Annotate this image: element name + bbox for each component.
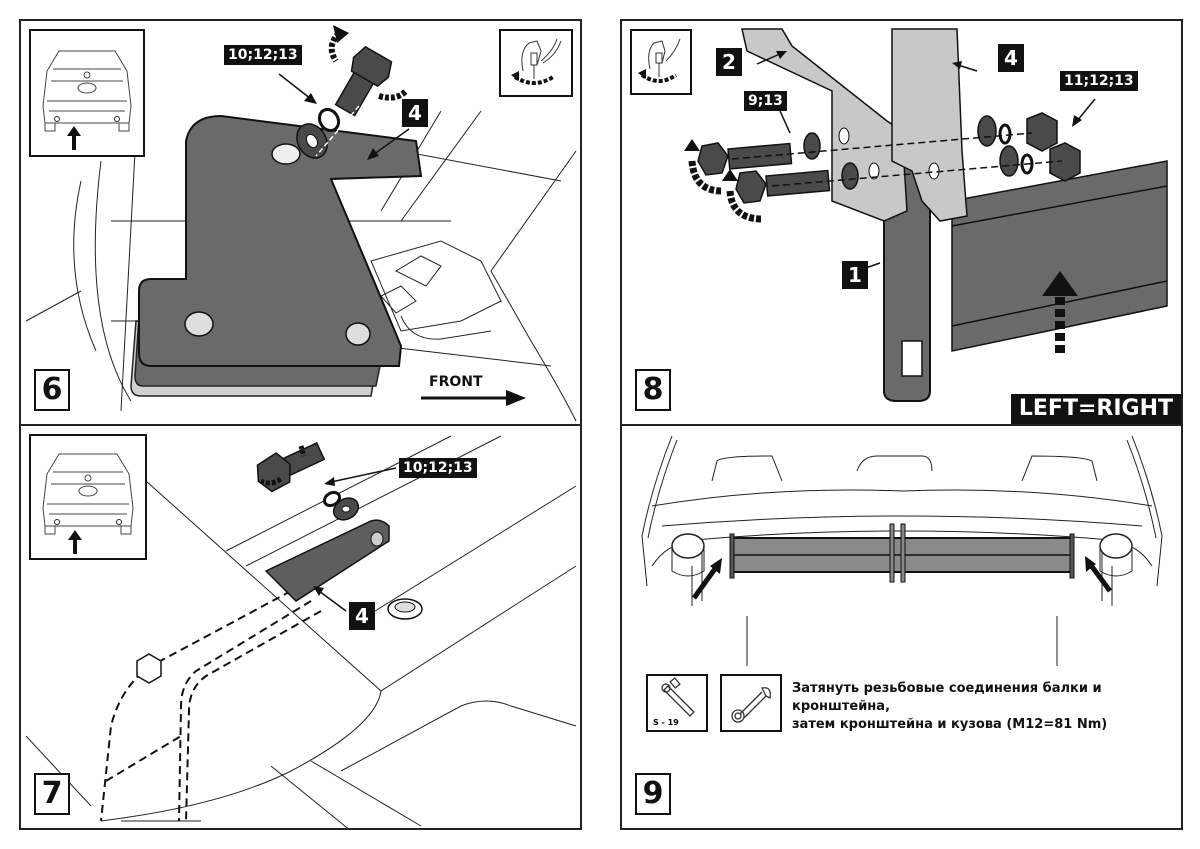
hardware-tag: 10;12;13 (224, 45, 302, 65)
tool-socket-wrench: S - 19 (646, 674, 708, 732)
tool-size-label: S - 19 (653, 718, 679, 727)
bracket-plate (138, 114, 423, 367)
inset-action-view (499, 29, 573, 97)
part-tag: 4 (349, 602, 375, 630)
step-number: 8 (635, 369, 671, 411)
step-7-illustration (25, 435, 577, 828)
inset-vehicle-view (29, 434, 147, 560)
step-number: 6 (34, 369, 70, 411)
nut-hardware-tag: 11;12;13 (1060, 71, 1138, 91)
step-number: 7 (34, 773, 70, 815)
part-tag-4: 4 (998, 44, 1024, 72)
step-6-panel: 10;12;13 4 FRONT 6 (19, 19, 582, 426)
open-end-wrench-icon (731, 687, 771, 723)
step-9-panel: S - 19 Затянуть резьбовые соединения бал… (620, 424, 1183, 830)
hand-tighten-icon (638, 38, 681, 83)
instruction-text: Затянуть резьбовые соединения балки и кр… (792, 680, 1181, 734)
step-9-illustration (641, 435, 1163, 666)
instruction-line: затем кронштейна и кузова (M12=81 Nm) (792, 717, 1108, 732)
bolt-icon (334, 45, 393, 117)
part-tag-2: 2 (716, 48, 742, 76)
symmetry-label: LEFT=RIGHT (1010, 394, 1181, 424)
bracket-plate (264, 519, 390, 602)
step-8-panel: 2 4 9;13 11;12;13 1 LEFT=RIGHT 8 (620, 19, 1183, 426)
front-direction-label: FRONT (429, 374, 483, 390)
part-tag-1: 1 (842, 261, 868, 289)
step-number: 9 (635, 773, 671, 815)
car-rear-view-icon (42, 453, 134, 554)
step-7-panel: 10;12;13 4 7 (19, 424, 582, 830)
step-6-illustration (25, 25, 577, 422)
car-rear-view-icon (42, 50, 132, 150)
hand-tighten-icon (511, 38, 562, 85)
hardware-tag: 10;12;13 (399, 458, 477, 478)
instruction-line: Затянуть резьбовые соединения балки и кр… (792, 681, 1102, 714)
crossbeam (951, 160, 1168, 352)
bolt-hardware-tag: 9;13 (744, 91, 787, 111)
step-8-illustration (684, 28, 1168, 402)
inset-action-view (630, 29, 692, 95)
inset-vehicle-view (29, 29, 145, 157)
tool-open-end-wrench (720, 674, 782, 732)
part-tag: 4 (402, 99, 428, 127)
socket-wrench-icon (661, 677, 695, 717)
